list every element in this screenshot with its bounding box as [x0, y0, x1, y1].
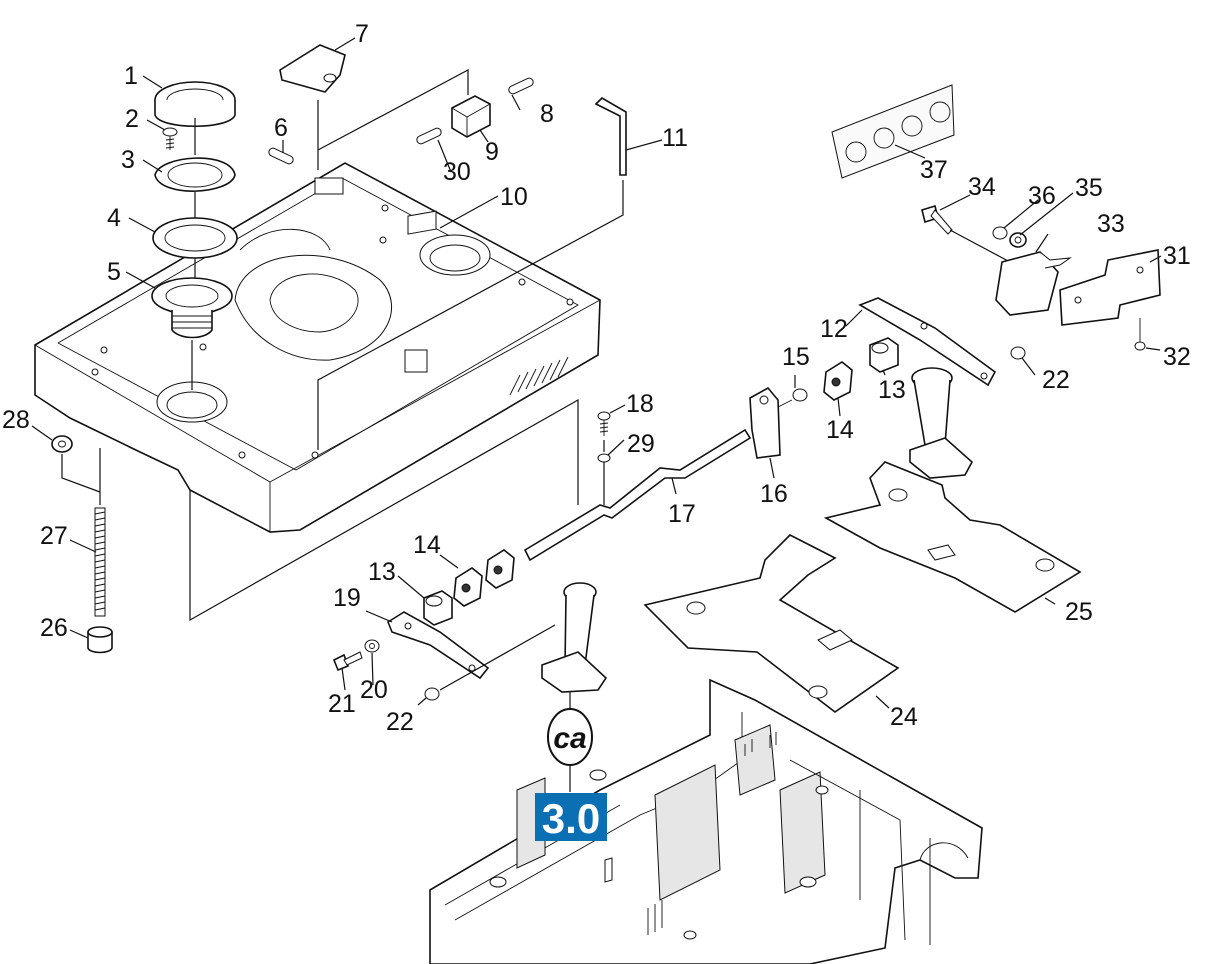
svg-text:ca: ca	[553, 722, 586, 755]
label-part-30: 30	[443, 158, 471, 186]
part-14-bearing-lower-a	[453, 567, 483, 607]
svg-text:3.0: 3.0	[542, 795, 600, 842]
lower-base-housing	[429, 678, 983, 964]
label-part-32: 32	[1163, 343, 1191, 371]
label-part-22-lower: 22	[386, 708, 414, 736]
label-part-37: 37	[920, 156, 948, 184]
part-19-lever	[387, 611, 490, 680]
housing-projection-lines	[189, 398, 579, 622]
label-part-18: 18	[626, 390, 654, 418]
part-7-cap	[279, 44, 346, 93]
part-13-bushing-lower	[423, 590, 453, 626]
part-24-plate	[643, 534, 900, 713]
handle-post-lower	[541, 582, 608, 693]
part-37-decal	[831, 84, 955, 179]
label-part-5: 5	[107, 258, 121, 286]
label-part-14-upper: 14	[826, 416, 854, 444]
part-30-pin	[416, 127, 442, 145]
label-part-11: 11	[662, 124, 688, 152]
part-14-bearing-lower-b	[485, 549, 515, 589]
part-36-washer	[992, 226, 1008, 240]
part-9-block	[451, 95, 491, 138]
part-17-rod	[523, 428, 752, 562]
label-part-3: 3	[121, 146, 135, 174]
label-part-34: 34	[968, 173, 996, 201]
part-12-lever	[858, 297, 997, 387]
part-2-screw	[162, 127, 178, 150]
label-part-22-upper: 22	[1042, 366, 1070, 394]
part-25-plate	[823, 461, 1082, 613]
part-32-screw	[1134, 318, 1146, 351]
label-part-29: 29	[627, 430, 655, 458]
part-8-pin	[508, 77, 534, 95]
label-part-12: 12	[820, 315, 848, 343]
leader-lines	[31, 37, 1162, 709]
label-part-33: 33	[1097, 210, 1125, 238]
part-22-clip-upper	[1010, 346, 1026, 360]
upper-housing	[34, 162, 601, 533]
part-number-labels: 1 2 3 4 5 6 7 8 9 10 11 12 13 14 15 16 1…	[2, 20, 1191, 736]
label-part-14-lower: 14	[413, 531, 441, 559]
label-part-31: 31	[1163, 242, 1191, 270]
label-part-13-upper: 13	[878, 376, 906, 404]
label-part-13-lower: 13	[368, 558, 396, 586]
label-part-17: 17	[668, 500, 696, 528]
label-part-7: 7	[355, 20, 369, 48]
part-20-washer	[364, 639, 380, 653]
label-part-15: 15	[782, 343, 810, 371]
part-26-foot-cap	[87, 626, 113, 654]
part-6-pin	[268, 147, 294, 165]
label-part-21: 21	[328, 690, 356, 718]
part-27-threaded-rod	[94, 507, 106, 617]
reference-symbol-ca: ca	[547, 708, 593, 766]
handle-post-upper	[909, 367, 974, 479]
label-part-19: 19	[333, 584, 361, 612]
label-part-26: 26	[40, 614, 68, 642]
part-3-gasket	[154, 157, 236, 192]
label-part-4: 4	[107, 204, 121, 232]
part-34-bolt	[921, 204, 953, 235]
part-5-collar	[151, 277, 233, 339]
part-11-hex-key	[594, 96, 627, 176]
label-part-1: 1	[124, 62, 138, 90]
label-part-24: 24	[890, 703, 918, 731]
part-16-bracket	[749, 386, 781, 459]
part-19-axis	[439, 624, 556, 691]
part-4-mounting-ring	[152, 217, 238, 259]
part-35-nut	[1009, 232, 1027, 248]
part-33-cover	[995, 251, 1072, 316]
label-part-36: 36	[1028, 182, 1056, 210]
label-part-10: 10	[500, 183, 528, 211]
part-15-screw	[775, 388, 808, 409]
label-part-25: 25	[1065, 598, 1093, 626]
part-18-screw	[597, 411, 611, 436]
label-part-27: 27	[40, 522, 68, 550]
label-part-6: 6	[274, 114, 288, 142]
reference-badge-3-0: 3.0	[535, 793, 607, 842]
part-31-bracket	[1059, 249, 1161, 326]
label-part-20: 20	[360, 676, 388, 704]
part-11-projection	[317, 180, 624, 450]
part-22-clip-lower	[424, 687, 440, 701]
part-28-leader-bracket	[61, 448, 101, 505]
label-part-16: 16	[760, 480, 788, 508]
part-13-bushing-upper	[869, 337, 899, 373]
label-part-2: 2	[125, 105, 139, 133]
label-part-35: 35	[1075, 174, 1103, 202]
part-14-bearing-upper	[823, 361, 853, 401]
part-28-nut	[51, 435, 73, 453]
part-21-bolt	[332, 651, 363, 672]
label-part-28: 28	[2, 406, 30, 434]
label-part-9: 9	[485, 138, 499, 166]
part-7-9-projection	[317, 69, 469, 170]
label-part-8: 8	[540, 100, 554, 128]
part-34-36-axis	[949, 229, 1011, 263]
stack-axis-line	[191, 118, 196, 390]
